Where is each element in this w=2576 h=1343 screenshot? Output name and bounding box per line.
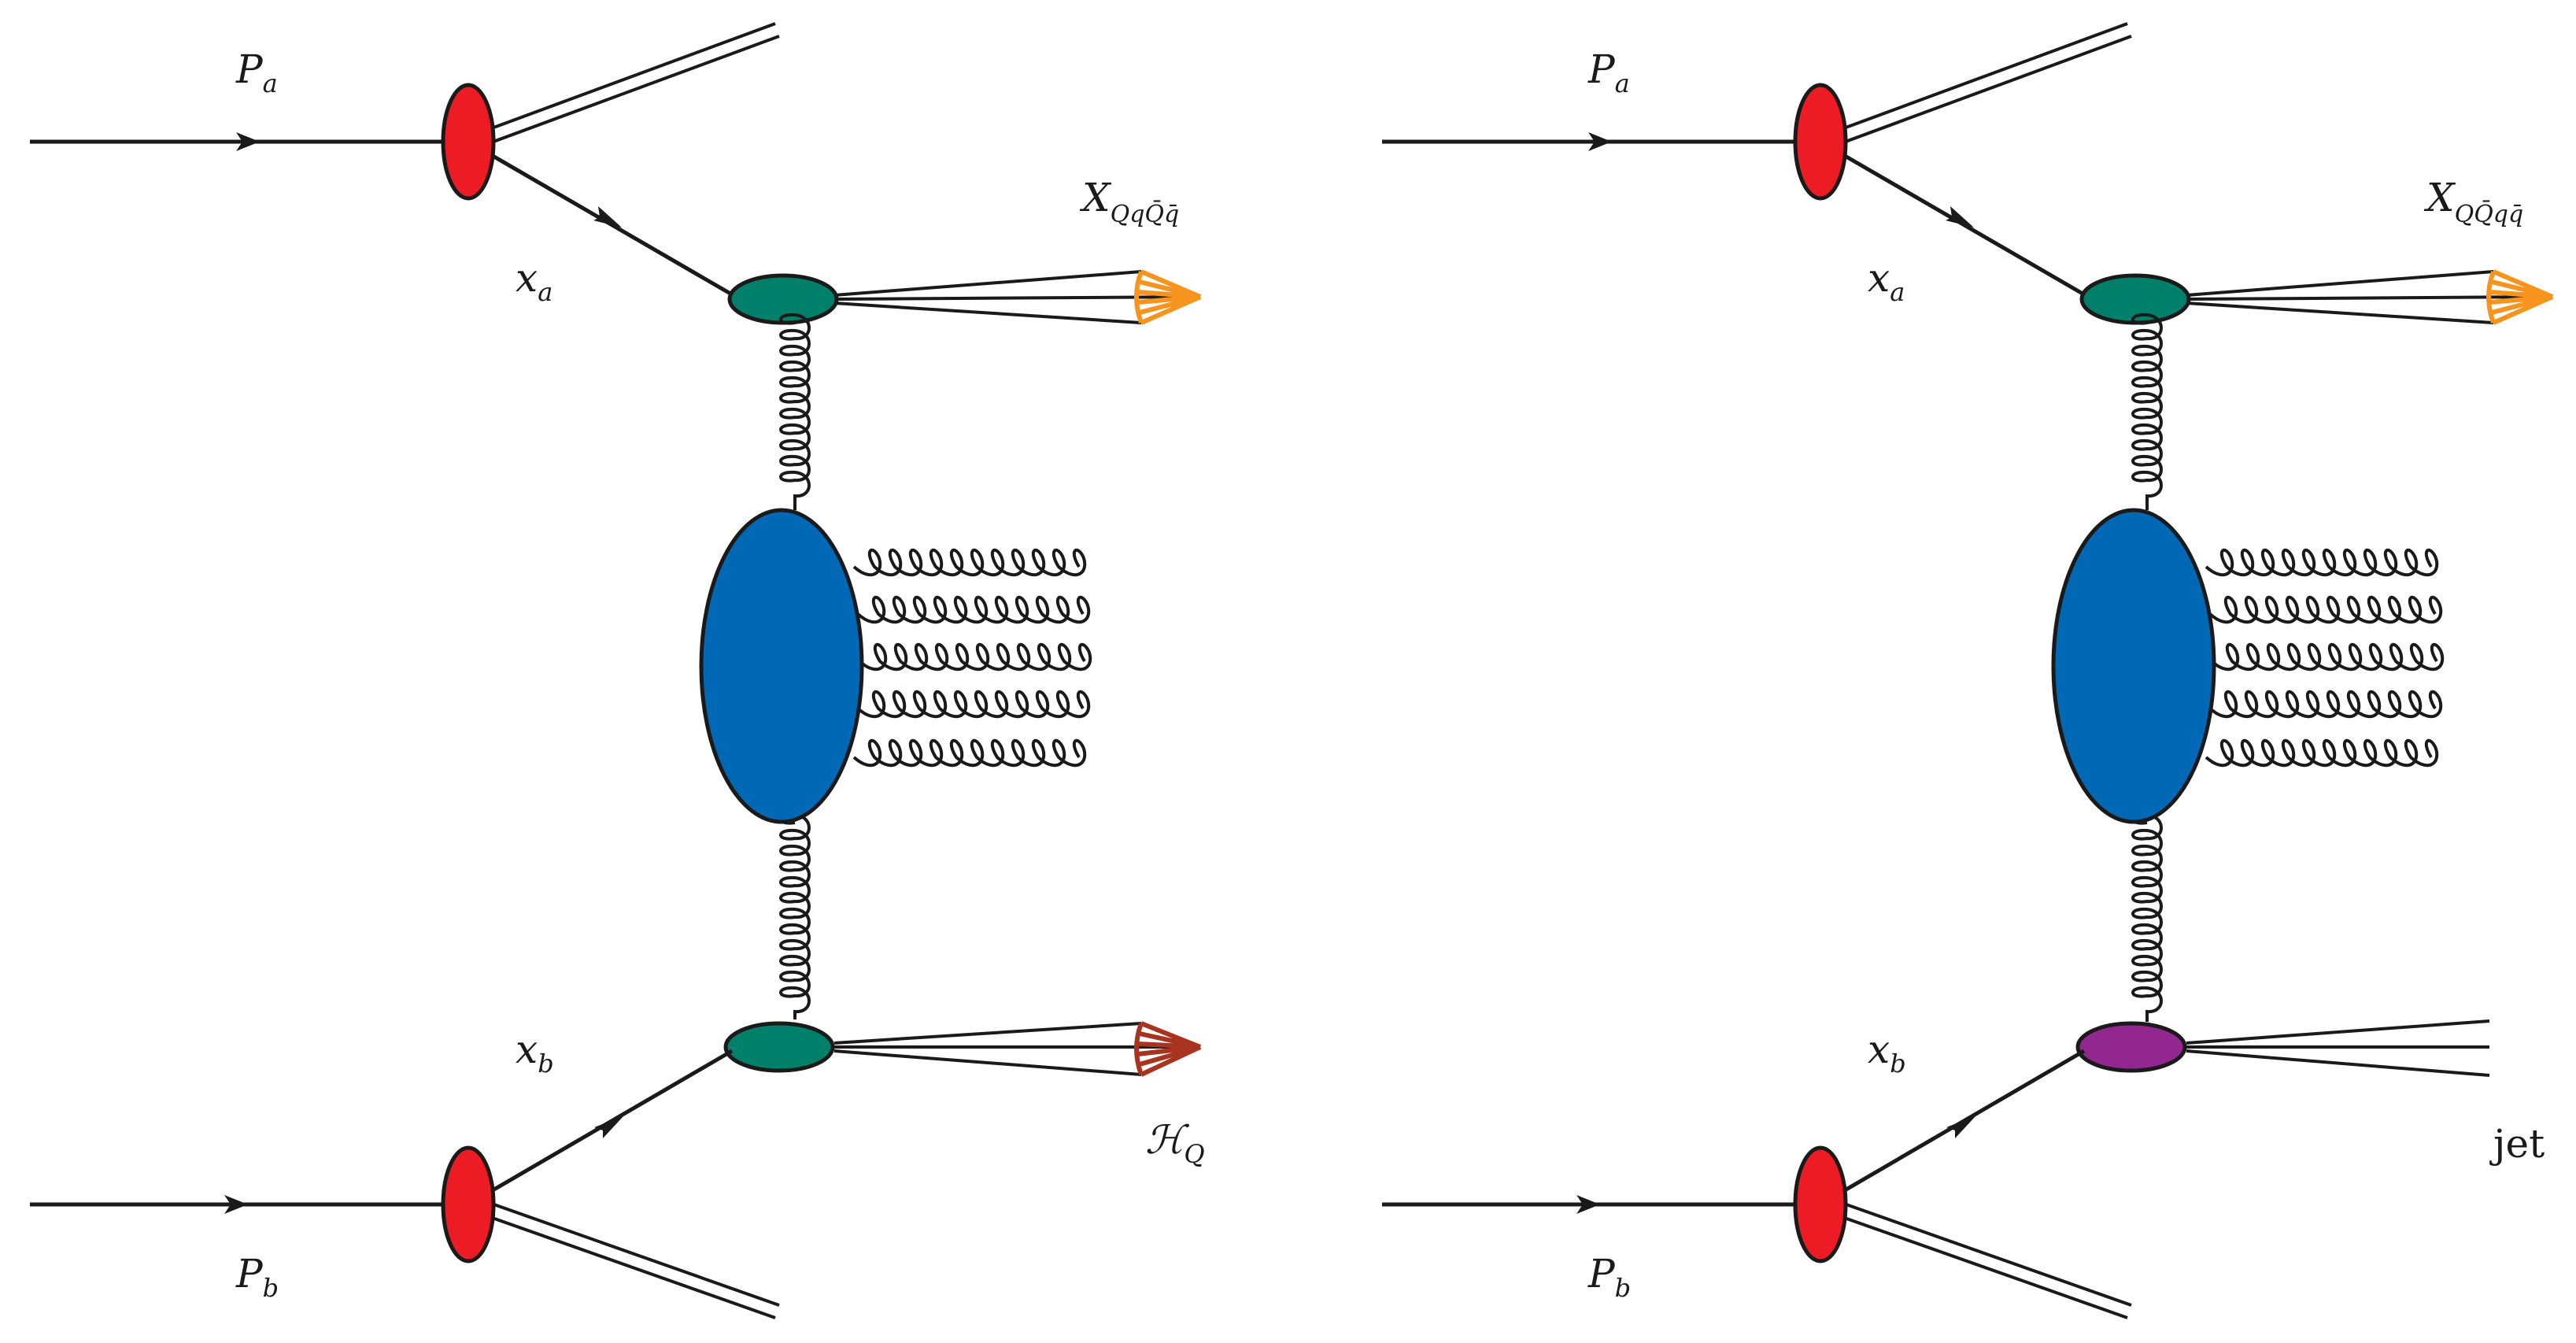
remnant-b-line-1 bbox=[475, 1197, 780, 1307]
remnant-a-line-1 bbox=[471, 22, 776, 137]
label-Pa: Pa bbox=[235, 46, 278, 98]
hadron-blob-a bbox=[441, 83, 496, 201]
label-Pb: Pb bbox=[1587, 1251, 1631, 1303]
top-out-line-3 bbox=[833, 302, 1142, 324]
gluon-bottom-vertical bbox=[779, 812, 811, 1019]
emitted-gluon-2 bbox=[856, 595, 1091, 624]
jet-line-1 bbox=[2186, 1019, 2490, 1045]
label-jet: jet bbox=[2489, 1121, 2545, 1167]
emitted-gluon-5 bbox=[2205, 738, 2439, 768]
emitted-gluon-3 bbox=[2210, 642, 2445, 672]
label-xb: xb bbox=[1868, 1027, 1906, 1078]
remnant-b-line-2 bbox=[1824, 1209, 2128, 1319]
diagram-right: Pa xa XQQ̄qq̄ xb jet Pb bbox=[1382, 22, 2554, 1319]
label-Pa: Pa bbox=[1587, 46, 1630, 98]
parton-a-arrow bbox=[1946, 206, 1974, 228]
label-Pb: Pb bbox=[235, 1251, 279, 1303]
top-out-line-1 bbox=[833, 270, 1142, 297]
central-blob bbox=[699, 508, 864, 824]
parton-b-arrow bbox=[1946, 1116, 1975, 1138]
hadron-blob-b bbox=[441, 1145, 496, 1263]
incoming-proton-a-arrow bbox=[236, 132, 260, 151]
label-xb: xb bbox=[516, 1027, 554, 1078]
parton-b-arrow bbox=[594, 1116, 623, 1138]
top-jet-cone-icon bbox=[1134, 269, 1202, 325]
top-out-line-1 bbox=[2186, 270, 2494, 297]
emitted-gluon-1 bbox=[852, 548, 1087, 577]
remnant-a-line-2 bbox=[1828, 35, 2132, 150]
label-bottom-out: ℋQ bbox=[1145, 1117, 1205, 1169]
top-jet-cone-icon bbox=[2486, 269, 2554, 325]
emitted-gluon-5 bbox=[852, 738, 1087, 768]
bottom-out-line-3 bbox=[833, 1049, 1142, 1076]
emitted-gluon-3 bbox=[858, 642, 1092, 672]
emitted-gluon-2 bbox=[2208, 595, 2443, 624]
gluon-bottom-vertical bbox=[2131, 812, 2163, 1022]
bottom-vertex-blob bbox=[723, 1021, 835, 1073]
gluon-top-vertical bbox=[779, 313, 811, 510]
bottom-hadron-cone-icon bbox=[1134, 1021, 1202, 1077]
bottom-out-line-1 bbox=[833, 1022, 1142, 1045]
top-out-line-2 bbox=[833, 295, 1201, 301]
gluon-top-vertical bbox=[2131, 313, 2163, 510]
hadron-blob-a bbox=[1793, 83, 1848, 201]
incoming-proton-a-arrow bbox=[1588, 132, 1612, 151]
remnant-b-line-1 bbox=[1828, 1197, 2132, 1307]
incoming-proton-b-arrow bbox=[1576, 1195, 1600, 1214]
emitted-gluon-4 bbox=[2208, 690, 2443, 719]
emitted-gluon-1 bbox=[2205, 548, 2439, 577]
hadron-blob-b bbox=[1793, 1145, 1848, 1263]
emitted-gluon-4 bbox=[856, 690, 1091, 719]
top-out-line-2 bbox=[2186, 295, 2553, 301]
parton-a-arrow bbox=[593, 206, 622, 228]
central-blob bbox=[2051, 508, 2216, 824]
label-top-out: XQQ̄qq̄ bbox=[2423, 175, 2523, 228]
jet-line-3 bbox=[2186, 1049, 2490, 1077]
incoming-proton-b-arrow bbox=[224, 1195, 248, 1214]
diagram-left: Pa xa XQqQ̄q̄ xb ℋQ Pb bbox=[30, 22, 1205, 1319]
remnant-a-line-1 bbox=[1824, 22, 2128, 137]
remnant-b-line-2 bbox=[471, 1209, 776, 1319]
jet-vertex-blob bbox=[2075, 1021, 2187, 1073]
label-xa: xa bbox=[516, 255, 553, 307]
label-xa: xa bbox=[1868, 255, 1905, 307]
label-top-out: XQqQ̄q̄ bbox=[1079, 175, 1179, 228]
top-out-line-3 bbox=[2186, 302, 2494, 324]
remnant-a-line-2 bbox=[475, 35, 780, 150]
